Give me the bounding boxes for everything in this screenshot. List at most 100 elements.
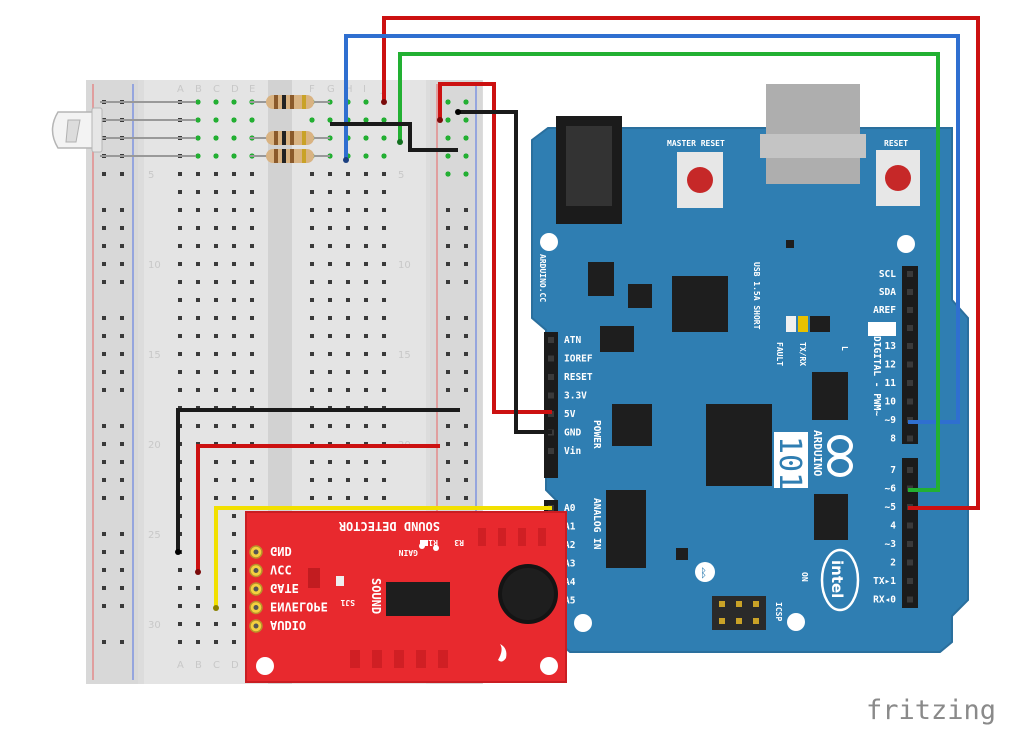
fritzing-watermark: fritzing <box>866 695 997 726</box>
pin-label: 2 <box>890 558 896 569</box>
fault-label: FAULT <box>775 342 784 366</box>
pin-label: 5V <box>564 409 576 420</box>
breadboard-column-label: C <box>213 660 220 671</box>
arduino-101-board: MASTER RESET RESET ICSP ARDUINO.CC USB 1… <box>531 84 969 653</box>
breadboard-column-label: B <box>195 84 202 95</box>
brand-label: ARDUINO <box>811 430 824 477</box>
txrx-label: TX/RX <box>798 342 807 366</box>
reset-button[interactable] <box>876 150 920 206</box>
breadboard-column-label: G <box>327 84 335 95</box>
pin-label: RESET <box>564 372 593 383</box>
wire-green-pin6 <box>398 52 940 492</box>
arduino-cc-label: ARDUINO.CC <box>538 254 547 302</box>
resistor-3 <box>250 149 330 163</box>
power-header <box>544 332 558 478</box>
breadboard-column-label: F <box>309 84 315 95</box>
pin-label: A2 <box>564 540 575 551</box>
breadboard-column-label: D <box>231 84 239 95</box>
breadboard-column-label: H <box>345 84 353 95</box>
breadboard-row-number: 5 <box>398 170 404 181</box>
breadboard-column-label: E <box>249 84 255 95</box>
sound-detector-title: SOUND DETECTOR <box>338 519 440 533</box>
sd-pin-label: VCC <box>270 563 292 577</box>
wire-red-5v <box>438 82 552 414</box>
wire-black-gnd <box>458 110 552 434</box>
arduino-logo: 101 ARDUINO <box>772 430 853 490</box>
pin-label: SCL <box>879 269 896 280</box>
pin-label: ~5 <box>885 502 897 513</box>
sd-pin-label: ENVELOPE <box>270 600 328 614</box>
pin-label: 3.3V <box>564 391 587 402</box>
pin-label: ATN <box>564 335 581 346</box>
sd-pin-label: AUDIO <box>270 618 306 632</box>
sd-pin-label: GND <box>270 544 292 558</box>
breadboard-row-number: 10 <box>398 260 411 271</box>
breadboard-row-number: 20 <box>148 440 161 451</box>
breadboard-column-label: D <box>231 660 239 671</box>
bluetooth-icon: ᛒ <box>695 562 715 582</box>
usb-note-label: USB 1.5A SHORT <box>752 262 761 330</box>
wire-red-pin5 <box>382 16 980 510</box>
resistor-2 <box>250 131 330 145</box>
pin-label: A1 <box>564 522 576 533</box>
led-l-label: L <box>840 346 849 351</box>
pin-label: ~9 <box>885 415 897 426</box>
breadboard-column-label: I <box>363 84 366 95</box>
pin-label: 4 <box>890 521 896 532</box>
analog-header-label: ANALOG IN <box>591 498 602 550</box>
pin-label: 11 <box>885 378 897 389</box>
svg-text:ᛒ: ᛒ <box>700 566 707 580</box>
breadboard-row-number: 10 <box>148 260 161 271</box>
sd-pin-label: GATE <box>270 581 299 595</box>
svg-text:intel: intel <box>828 560 846 598</box>
pin-label: ~6 <box>885 484 897 495</box>
breadboard-column-label: A <box>177 84 184 95</box>
wire-blue-pin9 <box>344 34 960 424</box>
icsp-header <box>712 596 766 630</box>
master-reset-button[interactable] <box>677 152 723 208</box>
wire-endpoints <box>175 99 461 611</box>
wires <box>176 16 980 608</box>
wire-black-sd-gnd <box>176 408 460 552</box>
breadboard-row-number: 30 <box>148 620 161 631</box>
intel-logo: intel <box>820 548 860 612</box>
pin-label: 10 <box>885 397 897 408</box>
pin-label: 7 <box>890 465 896 476</box>
pin-label: TX▸1 <box>873 576 896 587</box>
breadboard-row-number: 5 <box>148 170 154 181</box>
rgb-led <box>51 101 196 157</box>
sparkfun-flame-icon <box>498 644 507 662</box>
on-label: ON <box>800 572 809 582</box>
pin-label: 8 <box>890 434 896 445</box>
pin-label: SDA <box>879 287 896 298</box>
breadboard-column-label: B <box>195 660 202 671</box>
pin-label: 13 <box>885 341 897 352</box>
wire-black-jumper <box>330 122 458 152</box>
reset-label: RESET <box>884 139 908 148</box>
digital-header <box>868 266 918 608</box>
pin-label: A4 <box>564 577 576 588</box>
sound-label: SOUND <box>369 578 383 614</box>
breadboard-column-label: A <box>177 660 184 671</box>
master-reset-label: MASTER RESET <box>667 139 725 148</box>
pin-label: A5 <box>564 596 576 607</box>
wire-yellow-envelope <box>214 506 552 608</box>
pin-label: ~3 <box>885 539 897 550</box>
breadboard-row-number: 25 <box>148 530 161 541</box>
pin-label: A0 <box>564 503 576 514</box>
pin-label: AREF <box>873 305 896 316</box>
pin-label: GND <box>564 428 581 439</box>
pin-label: A3 <box>564 559 576 570</box>
icsp-label: ICSP <box>774 602 783 621</box>
digital-header-label: DIGITAL - PWM~ <box>871 336 882 416</box>
svg-text:R17: R17 <box>423 538 438 547</box>
breadboard-row-number: 15 <box>148 350 161 361</box>
power-header-label: POWER <box>591 420 602 449</box>
model-label: 101 <box>772 436 807 490</box>
microphone <box>498 564 558 624</box>
sound-detector-board: SOUND DETECTOR GND VCC GATE ENVELOPE AUDIO S… <box>245 511 567 683</box>
breadboard-column-label: J <box>380 84 384 95</box>
breadboard-row-number: 15 <box>398 350 411 361</box>
